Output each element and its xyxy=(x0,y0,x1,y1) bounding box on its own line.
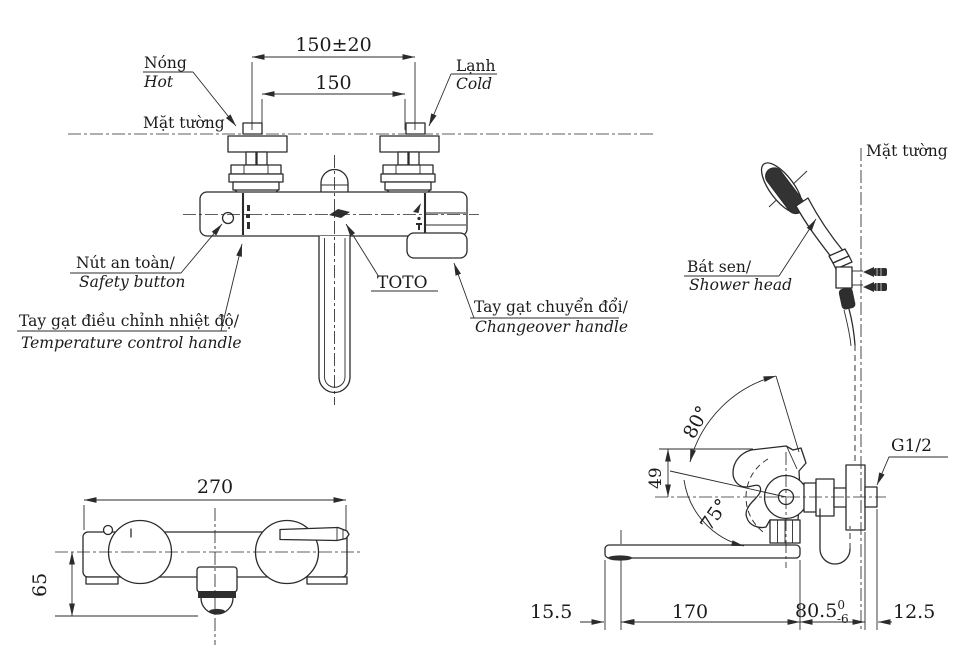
dim-12-5: 12.5 xyxy=(893,601,935,623)
top-view: 270 65 xyxy=(29,476,362,645)
g12-leader xyxy=(876,456,948,486)
dim-49: 49 xyxy=(646,467,666,489)
shower-mode-icon xyxy=(413,203,421,213)
spout-side xyxy=(604,544,801,559)
spout-outlet xyxy=(608,555,632,561)
label-changeover-en: Changeover handle xyxy=(475,318,628,336)
safety-button-top xyxy=(102,524,114,536)
label-temp-en: Temperature control handle xyxy=(21,334,242,352)
dim-150: 150 xyxy=(315,72,351,94)
dim-80-5: 80.50-6 xyxy=(795,598,849,626)
dim-270: 270 xyxy=(197,476,233,498)
temperature-scale-ticks xyxy=(246,205,250,229)
hose-loop xyxy=(819,508,851,565)
bracket-screw-bottom xyxy=(863,282,887,292)
wall-bracket xyxy=(835,266,853,289)
cold-inlet-union xyxy=(379,122,440,201)
hose-nut xyxy=(838,287,856,310)
side-labels: Mặt tường Bát sen/ Shower head G1/2 xyxy=(684,142,948,486)
changeover-lever-top xyxy=(279,526,350,542)
changeover-knob xyxy=(406,232,468,259)
dim-15-5: 15.5 xyxy=(530,601,572,623)
spout-mode-icon xyxy=(416,223,422,230)
label-safety-vi: Nút an toàn/ xyxy=(76,254,176,272)
label-safety-en: Safety button xyxy=(79,273,185,291)
dim-170: 170 xyxy=(672,601,708,623)
label-g12: G1/2 xyxy=(891,436,932,456)
label-wall-side: Mặt tường xyxy=(866,142,948,160)
label-brand: TOTO xyxy=(377,273,428,293)
safety-button xyxy=(221,211,235,225)
label-shower-en: Shower head xyxy=(689,276,792,294)
wall-flange xyxy=(845,464,866,531)
front-dimensions: 150±20 150 xyxy=(251,34,416,130)
label-hot-en: Hot xyxy=(143,73,174,91)
label-temp-vi: Tay gạt điều chỉnh nhiệt độ/ xyxy=(19,312,240,330)
dim-80deg: 80° xyxy=(679,402,714,442)
side-dimensions: 15.5 170 80.50-6 12.5 xyxy=(530,509,935,630)
top-dimensions: 270 65 xyxy=(29,476,347,617)
label-wall-front: Mặt tường xyxy=(143,114,225,132)
front-view: 150±20 150 Nóng Hot Lạnh Cold Mặt tường … xyxy=(17,34,656,405)
mixer-side xyxy=(604,445,878,565)
cartridge-dome xyxy=(320,168,349,193)
shower-handle xyxy=(795,197,845,259)
label-cold-en: Cold xyxy=(456,75,492,93)
label-shower-vi: Bát sen/ xyxy=(687,258,752,276)
shower-head-assembly xyxy=(760,162,887,347)
outlet-top-view xyxy=(196,566,238,615)
side-view: 80° 75° 49 15.5 170 80.50-6 12.5 Mặ xyxy=(530,142,948,630)
label-changeover-vi: Tay gạt chuyển đổi/ xyxy=(474,298,629,316)
dim-150-20: 150±20 xyxy=(295,34,371,56)
dim-65: 65 xyxy=(29,573,51,597)
bracket-screw-top xyxy=(863,267,887,277)
hot-inlet-union xyxy=(227,122,288,201)
label-cold-vi: Lạnh xyxy=(456,57,496,75)
label-hot-vi: Nóng xyxy=(144,54,187,72)
front-labels: Nóng Hot Lạnh Cold Mặt tường Nút an toàn… xyxy=(17,54,629,352)
mode-icons xyxy=(413,203,422,230)
dot-icon xyxy=(417,216,421,221)
dim-75deg: 75° xyxy=(696,495,733,535)
